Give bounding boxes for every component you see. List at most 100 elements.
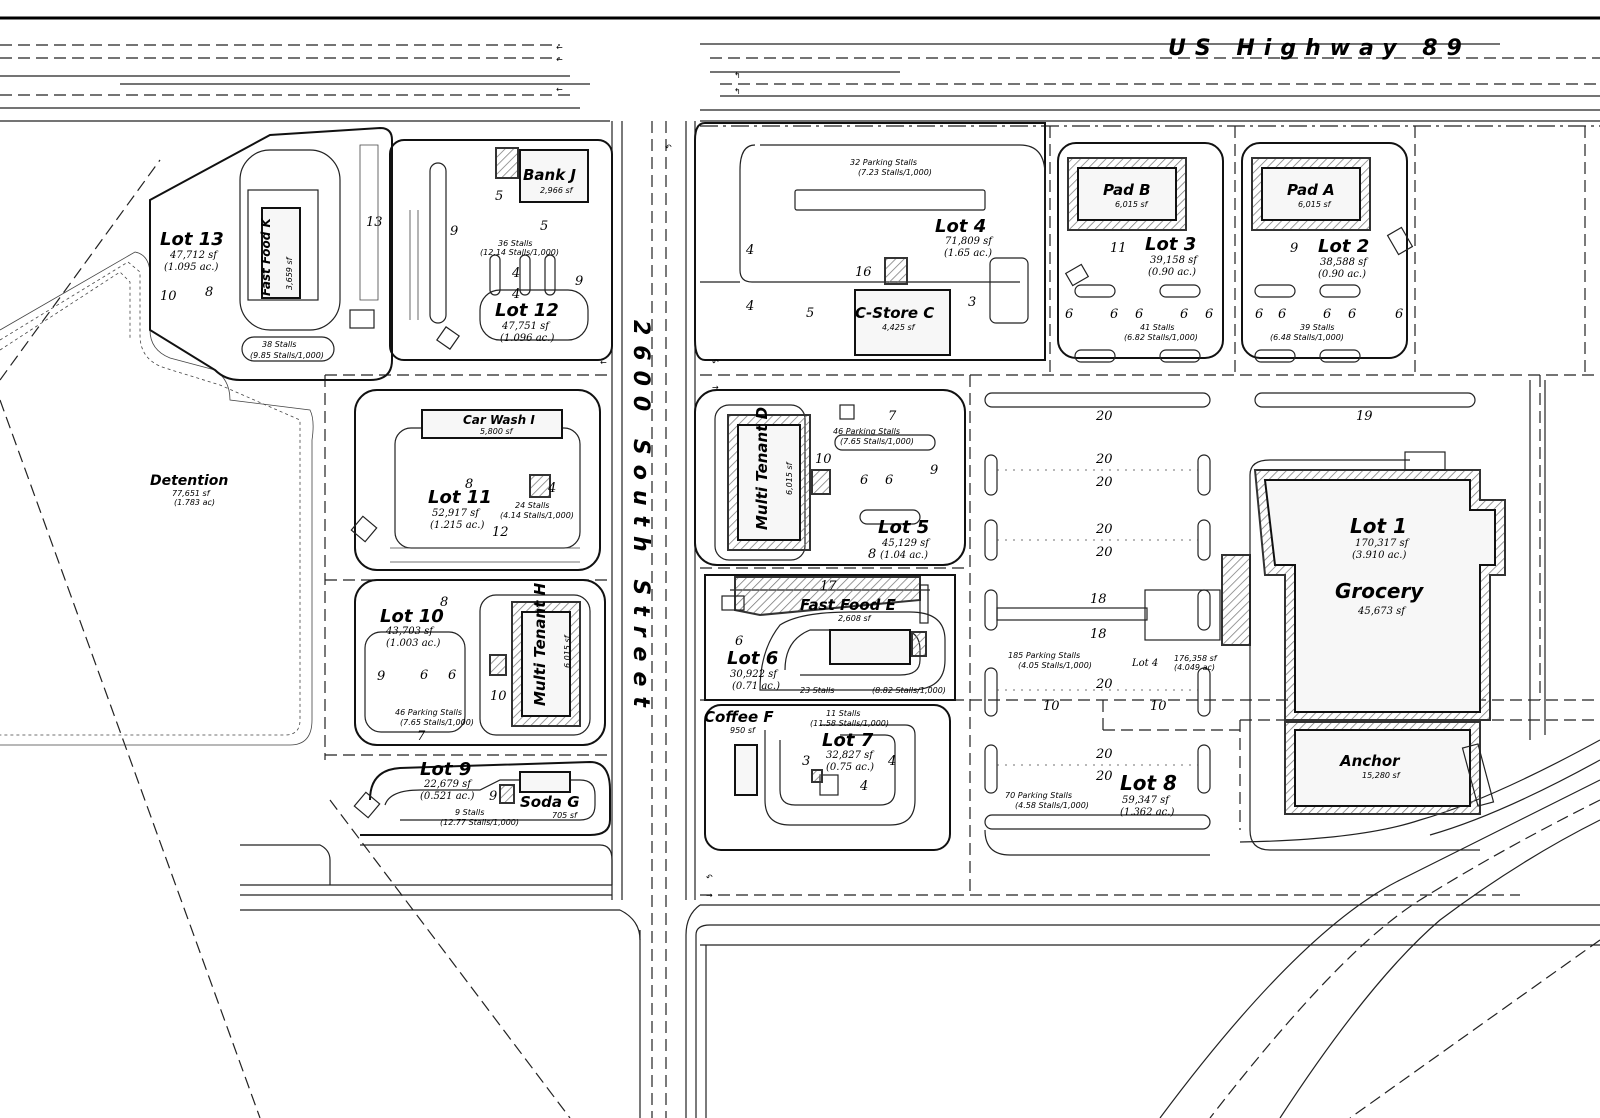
lot-4-center-sf: 176,358 sf: [1174, 654, 1218, 663]
highway-name-label: US Highway 89: [1168, 36, 1471, 61]
lot-10-sf: 43,703 sf: [385, 626, 435, 637]
stall-row-count: 10: [1043, 699, 1060, 714]
stall-count: 17: [820, 579, 837, 594]
stall-count: 5: [540, 219, 548, 234]
lot-3: Pad B 6,015 sf Lot 3 39,158 sf (0.90 ac.…: [1057, 142, 1224, 363]
fast-food-k-sf: 3,659 sf: [285, 256, 294, 290]
pad-b-sf: 6,015 sf: [1115, 200, 1149, 209]
lot-2-ratio: (6.48 Stalls/1,000): [1270, 333, 1344, 342]
stall-count: 6: [448, 668, 456, 683]
stall-row-count: 20: [1095, 452, 1113, 467]
east-edge: [1529, 380, 1546, 740]
lot-12-ac: (1.096 ac.): [500, 333, 554, 344]
stall-count: 9: [575, 274, 583, 289]
stall-count: 12: [492, 525, 509, 540]
stall-count: 6: [1205, 307, 1213, 322]
lot-8-ratio: (4.58 Stalls/1,000): [1015, 801, 1089, 810]
anchor-sf: 15,280 sf: [1362, 771, 1401, 780]
lot-1: Lot 1 170,317 sf (3.910 ac.) Grocery 45,…: [1249, 451, 1506, 851]
fast-food-k-name: Fast Food K: [259, 217, 273, 296]
stall-row-count: 18: [1090, 627, 1107, 642]
lot-6-sf: 30,922 sf: [730, 669, 779, 680]
highway-roadway: ← ← ← ↰ ↰: [0, 16, 1600, 127]
lot-12: Bank J 2,966 sf Lot 12 47,751 sf (1.096 …: [389, 139, 613, 361]
multi-tenant-h-sf: 6,015 sf: [563, 634, 572, 668]
svg-text:↶: ↶: [664, 143, 672, 152]
stall-count: 7: [888, 409, 897, 424]
anchor-name: Anchor: [1339, 752, 1401, 770]
stall-count: 11: [1110, 241, 1127, 256]
svg-text:←: ←: [556, 43, 563, 52]
detention-area-ac: (1.783 ac): [174, 498, 215, 507]
lot-9-ac: (0.521 ac.): [420, 791, 474, 802]
detention-area: Detention 77,651 sf (1.783 ac): [0, 251, 314, 746]
lot-5-ratio: (7.65 Stalls/1,000): [840, 437, 914, 446]
lot-3-ratio: (6.82 Stalls/1,000): [1124, 333, 1198, 342]
property-lines: [0, 126, 1600, 1118]
svg-text:←: ←: [556, 85, 563, 94]
lot-13-stalls: 38 Stalls: [262, 340, 296, 349]
lot-4-label: Lot 4: [935, 216, 986, 237]
stall-count: 16: [855, 265, 872, 280]
lot-1-sf: 170,317 sf: [1355, 538, 1411, 549]
stall-count: 9: [377, 669, 385, 684]
lot-11-stalls: 24 Stalls: [515, 501, 549, 510]
lot-10-ratio: (7.65 Stalls/1,000): [400, 718, 474, 727]
lot-13-label: Lot 13: [160, 229, 224, 250]
stall-count: 3: [802, 754, 810, 769]
lot-7-label: Lot 7: [822, 730, 874, 751]
lot-6-ac: (0.71 ac.): [732, 681, 780, 692]
lot-2-stalls: 39 Stalls: [1300, 323, 1334, 332]
multi-tenant-d-sf: 6,015 sf: [785, 461, 794, 495]
lot-4-center-stalls: 185 Parking Stalls: [1008, 651, 1080, 660]
stall-count: 8: [440, 595, 448, 610]
bank-j-sf: 2,966 sf: [540, 186, 574, 195]
lot-7-ratio: (11.58 Stalls/1,000): [810, 719, 889, 728]
detention-label: Detention: [150, 473, 228, 489]
stall-count: 4: [547, 481, 556, 496]
lot-7: Coffee F 950 sf 11 Stalls (11.58 Stalls/…: [704, 704, 951, 851]
lot-4-ratio: (7.23 Stalls/1,000): [858, 168, 932, 177]
stall-count: 6: [860, 473, 868, 488]
lot-12-stalls: 36 Stalls: [498, 239, 532, 248]
lot-2: Pad A 6,015 sf Lot 2 38,588 sf (0.90 ac.…: [1241, 142, 1414, 363]
stall-count: 8: [465, 477, 473, 492]
stall-count: 4: [745, 243, 754, 258]
lot-2-label: Lot 2: [1318, 236, 1369, 257]
stall-row-count: 10: [1150, 699, 1167, 714]
stall-count: 6: [1255, 307, 1263, 322]
lot-13-ac: (1.095 ac.): [164, 262, 218, 273]
lot-6-ratio: (8.82 Stalls/1,000): [872, 686, 946, 695]
lot-1-ac: (3.910 ac.): [1352, 550, 1406, 561]
coffee-f-name: Coffee F: [704, 708, 774, 726]
lot-9-stalls: 9 Stalls: [455, 808, 484, 817]
stall-count: 6: [1348, 307, 1356, 322]
lot-4-ac: (1.65 ac.): [944, 248, 992, 259]
stall-count: 4: [511, 266, 520, 281]
stall-count: 9: [1290, 241, 1298, 256]
stall-count: 10: [815, 452, 832, 467]
car-wash-i-sf: 5,800 sf: [480, 427, 514, 436]
stall-count: 4: [745, 299, 754, 314]
coffee-f-sf: 950 sf: [730, 726, 756, 735]
stall-count: 4: [887, 754, 896, 769]
lot-11-sf: 52,917 sf: [432, 508, 481, 519]
lot-5-label: Lot 5: [878, 517, 929, 538]
lot-12-label: Lot 12: [495, 300, 559, 321]
lot-11: Car Wash I 5,800 sf Lot 11 52,917 sf (1.…: [350, 389, 601, 571]
lot-3-stalls: 41 Stalls: [1140, 323, 1174, 332]
grocery-sf: 45,673 sf: [1357, 606, 1407, 617]
lot-3-sf: 39,158 sf: [1150, 255, 1199, 266]
stall-count: 6: [1180, 307, 1188, 322]
c-store-sf: 4,425 sf: [882, 323, 916, 332]
lot-4: 32 Parking Stalls (7.23 Stalls/1,000) Lo…: [694, 122, 1046, 361]
svg-text:→: →: [706, 891, 713, 900]
lot-9-sf: 22,679 sf: [423, 779, 473, 790]
lot-7-stalls: 11 Stalls: [826, 709, 860, 718]
stall-row-count: 20: [1095, 475, 1113, 490]
street-roadway: [240, 121, 1600, 1118]
stall-count: 4: [859, 779, 868, 794]
fast-food-e-name: Fast Food E: [800, 596, 897, 614]
lot-9-label: Lot 9: [420, 759, 471, 780]
stall-count: 6: [885, 473, 893, 488]
